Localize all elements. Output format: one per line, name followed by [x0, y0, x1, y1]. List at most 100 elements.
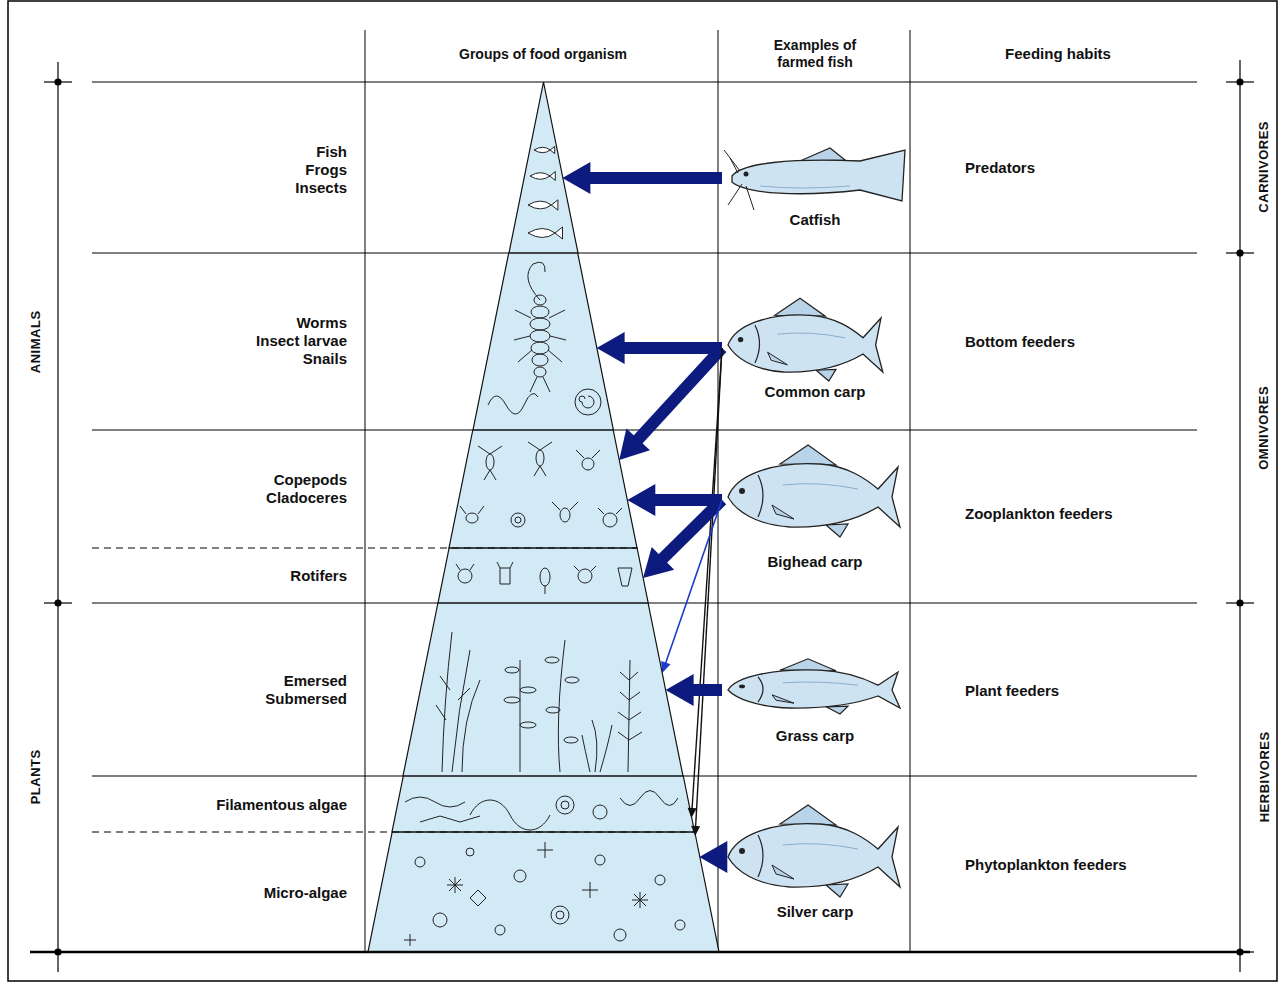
feeding-habit: Predators	[965, 159, 1035, 177]
band-outline	[392, 776, 695, 832]
arrow-shaft	[665, 500, 722, 665]
rotifer-drawing	[540, 568, 550, 586]
feeding-arrow	[619, 348, 722, 460]
zooplankton-drawing	[536, 450, 544, 466]
arrow-shaft	[696, 348, 722, 828]
arrow-head	[627, 484, 655, 516]
fish-name: Catfish	[722, 211, 908, 229]
microalgae-drawing	[614, 929, 626, 941]
filament-drawing	[620, 791, 678, 806]
column-header: Groups of food organism	[459, 46, 627, 63]
zooplankton-drawing	[478, 446, 502, 480]
table-lines	[718, 30, 719, 952]
bottom-animals-drawing	[575, 389, 601, 415]
microalgae-drawing	[582, 882, 598, 898]
catfish-drawing	[760, 186, 850, 188]
plant-drawing	[628, 660, 630, 772]
arrow-head	[699, 841, 727, 873]
bottom-animals-drawing	[531, 342, 549, 354]
zooplankton-drawing	[582, 458, 594, 470]
pyramid-band: Emersed Submersed	[403, 603, 683, 776]
feeding-arrow	[661, 500, 722, 673]
zooplankton-drawing	[460, 442, 622, 527]
band-outline	[403, 603, 683, 776]
zooplankton-drawing	[598, 508, 622, 514]
plant-drawing	[565, 677, 579, 683]
side-label: ANIMALS	[27, 311, 43, 374]
rotifer-drawing	[497, 562, 513, 568]
feeding-arrow	[643, 500, 722, 578]
microalgae-drawing	[470, 890, 486, 906]
band-outline	[392, 776, 695, 832]
zooplankton-drawing	[552, 502, 578, 510]
rotifer-drawing	[456, 562, 632, 594]
fish-box: Catfish	[722, 140, 908, 232]
pyramid-fill	[368, 82, 719, 952]
bottom-animals-drawing	[532, 354, 548, 366]
feeding-habit: Zooplankton feeders	[965, 505, 1113, 523]
arrow-head	[688, 808, 697, 818]
fish-box: Grass carp	[722, 664, 908, 748]
arrow-shaft	[619, 342, 722, 354]
bottom-animals-drawing	[579, 396, 594, 408]
fish-name: Silver carp	[722, 903, 908, 921]
bighead-carp-drawing	[728, 445, 900, 537]
silver-carp-drawing	[728, 805, 900, 897]
band-outline	[438, 548, 648, 603]
arrow-head	[619, 429, 650, 460]
plant-drawing	[520, 687, 536, 693]
zooplankton-drawing	[466, 513, 478, 523]
bottom-animals-drawing	[534, 295, 546, 305]
band-outline	[368, 832, 719, 952]
common-carp-drawing	[728, 298, 883, 381]
plant-drawing	[582, 720, 612, 772]
filament-drawing	[561, 801, 569, 809]
fish-box: Bighead carp	[722, 462, 908, 574]
band-outline	[368, 832, 719, 952]
side-label: HERBIVORES	[1256, 732, 1272, 823]
plant-drawing	[442, 632, 452, 772]
side-label: CARNIVORES	[1256, 121, 1272, 213]
arrow-head	[562, 162, 590, 194]
feeding-arrow	[699, 841, 727, 873]
table-lines	[92, 82, 1197, 83]
microalgae-drawing	[632, 892, 648, 908]
microalgae-drawing	[551, 906, 569, 924]
bottom-animals-drawing	[530, 330, 550, 342]
band-outline	[449, 430, 637, 548]
catfish-drawing	[732, 150, 905, 201]
microalgae-drawing	[655, 875, 665, 885]
pyramid-band: Worms Insect larvae Snails	[473, 253, 613, 430]
group-label: Filamentous algae	[216, 796, 347, 814]
frame	[8, 1, 1277, 981]
fish-box: Common carp	[722, 300, 908, 404]
microalgae-drawing	[404, 842, 685, 946]
feeding-habit: Bottom feeders	[965, 333, 1075, 351]
zooplankton-drawing	[460, 506, 484, 514]
feeding-arrow	[666, 674, 722, 706]
bottom-animals-drawing	[528, 262, 545, 300]
bottom-animals-drawing	[530, 318, 550, 330]
pyramid-band: Rotifers	[438, 548, 648, 603]
rotifer-drawing	[574, 566, 596, 571]
zooplankton-drawing	[603, 513, 617, 527]
rotifer-drawing	[500, 568, 510, 584]
prey-fish-drawing	[528, 227, 563, 239]
microalgae-drawing	[433, 913, 447, 927]
fish-name: Common carp	[722, 383, 908, 401]
microalgae-drawing	[537, 842, 553, 858]
zooplankton-drawing	[511, 513, 525, 527]
band-outline	[449, 430, 637, 548]
left-bracket	[55, 79, 61, 85]
group-label: Copepods Cladoceres	[252, 471, 347, 507]
feeding-arrow	[691, 348, 722, 836]
filament-drawing	[405, 797, 465, 807]
microalgae-drawing	[404, 934, 416, 946]
zooplankton-drawing	[486, 454, 494, 470]
pyramid-band: Filamentous algae	[392, 776, 695, 832]
filament-drawing	[593, 805, 607, 819]
fish-name: Bighead carp	[722, 553, 908, 571]
bottom-animals-drawing	[531, 306, 549, 318]
